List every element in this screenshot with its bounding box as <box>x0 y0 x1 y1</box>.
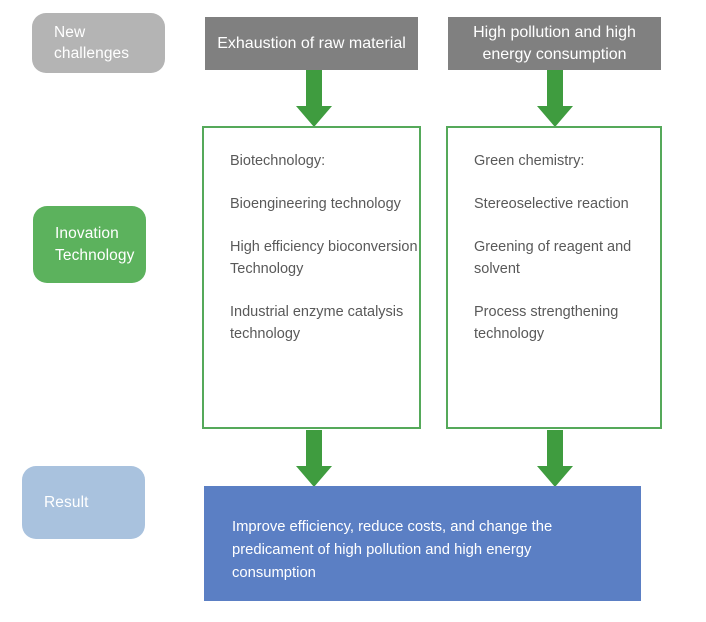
rail-label-innovation-technology-text: Inovation Technology <box>55 225 135 264</box>
arrow-greenchem-to-result-icon <box>536 430 574 488</box>
technology-item-enzyme-catalysis: Industrial enzyme catalysis technology <box>230 304 404 343</box>
rail-label-innovation-technology: Inovation Technology <box>33 206 146 283</box>
arrow-biotech-to-result-icon <box>295 430 333 488</box>
technology-heading-green-chemistry: Green chemistry: <box>474 153 585 169</box>
challenge-box-pollution-energy-text: High pollution and high energy consumpti… <box>473 24 636 63</box>
technology-item: Stereoselective reaction <box>474 193 660 215</box>
technology-box-green-chemistry: Green chemistry: Stereoselective reactio… <box>446 126 662 429</box>
technology-heading-biotechnology: Biotechnology: <box>230 153 326 169</box>
challenge-box-pollution-energy: High pollution and high energy consumpti… <box>448 17 661 70</box>
rail-label-new-challenges: New challenges <box>32 13 165 73</box>
challenge-box-raw-material: Exhaustion of raw material <box>205 17 418 70</box>
technology-item-bioengineering: Bioengineering technology <box>230 196 401 213</box>
technology-box-biotechnology: Biotechnology: Bioengineering technology… <box>202 126 421 429</box>
technology-item: Bioengineering technology <box>230 193 419 215</box>
technology-item: Industrial enzyme catalysis technology <box>230 301 419 345</box>
technology-item-stereoselective-reaction: Stereoselective reaction <box>474 196 629 213</box>
result-box-text: Improve efficiency, reduce costs, and ch… <box>232 519 553 582</box>
technology-heading-group: Biotechnology: <box>230 150 419 172</box>
technology-item: High efficiency bioconversion Technology <box>230 236 419 280</box>
rail-label-new-challenges-text: New challenges <box>54 23 130 62</box>
arrow-challenge-to-greenchem-icon <box>536 70 574 128</box>
technology-item: Process strengthening technology <box>474 301 660 345</box>
technology-item-bioconversion: High efficiency bioconversion Technology <box>230 239 418 278</box>
rail-label-result-text: Result <box>44 493 89 511</box>
technology-item: Greening of reagent and solvent <box>474 236 660 280</box>
technology-heading-group: Green chemistry: <box>474 150 660 172</box>
challenge-box-raw-material-text: Exhaustion of raw material <box>217 34 406 52</box>
result-box: Improve efficiency, reduce costs, and ch… <box>204 486 641 601</box>
technology-item-process-strengthening: Process strengthening technology <box>474 304 619 343</box>
arrow-challenge-to-biotech-icon <box>295 70 333 128</box>
rail-label-result: Result <box>22 466 145 539</box>
technology-item-greening-reagent-solvent: Greening of reagent and solvent <box>474 239 632 278</box>
